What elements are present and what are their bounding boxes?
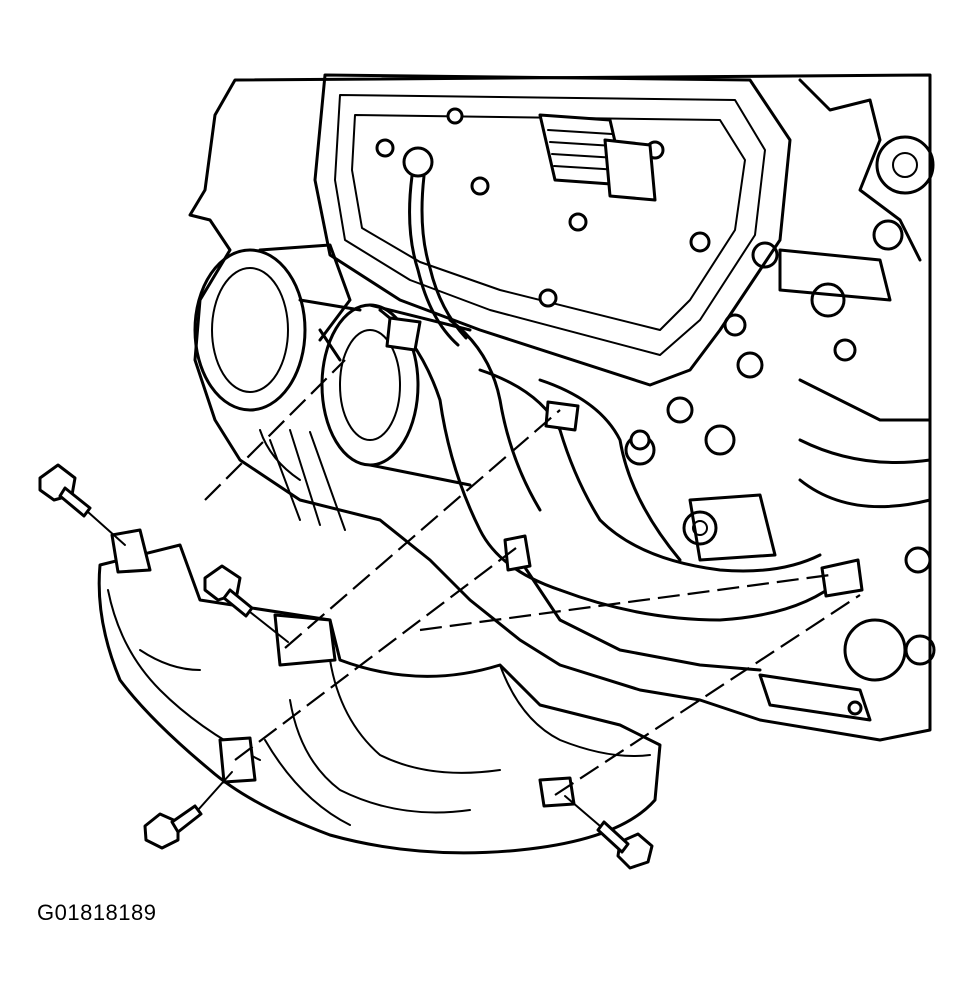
valve-cover-bolts bbox=[375, 107, 711, 308]
bolt-lower-left bbox=[143, 771, 233, 850]
engine-assembly bbox=[188, 73, 936, 742]
bolt-upper-left bbox=[38, 463, 126, 546]
exhaust-manifold-heat-shield bbox=[97, 528, 864, 855]
figure-id-label: G01818189 bbox=[37, 900, 157, 925]
right-side-accessories bbox=[624, 78, 936, 722]
bolt-lower-right bbox=[564, 795, 654, 870]
catalytic-converter bbox=[259, 303, 472, 531]
exhaust-manifold bbox=[378, 308, 842, 622]
bolt-middle bbox=[203, 564, 289, 643]
left-pulleys bbox=[193, 243, 362, 412]
ignition-coil-pack bbox=[538, 113, 657, 202]
installation-guide-lines bbox=[204, 359, 861, 796]
heat-shield-bolts bbox=[38, 463, 654, 870]
ground-cable bbox=[402, 146, 468, 347]
